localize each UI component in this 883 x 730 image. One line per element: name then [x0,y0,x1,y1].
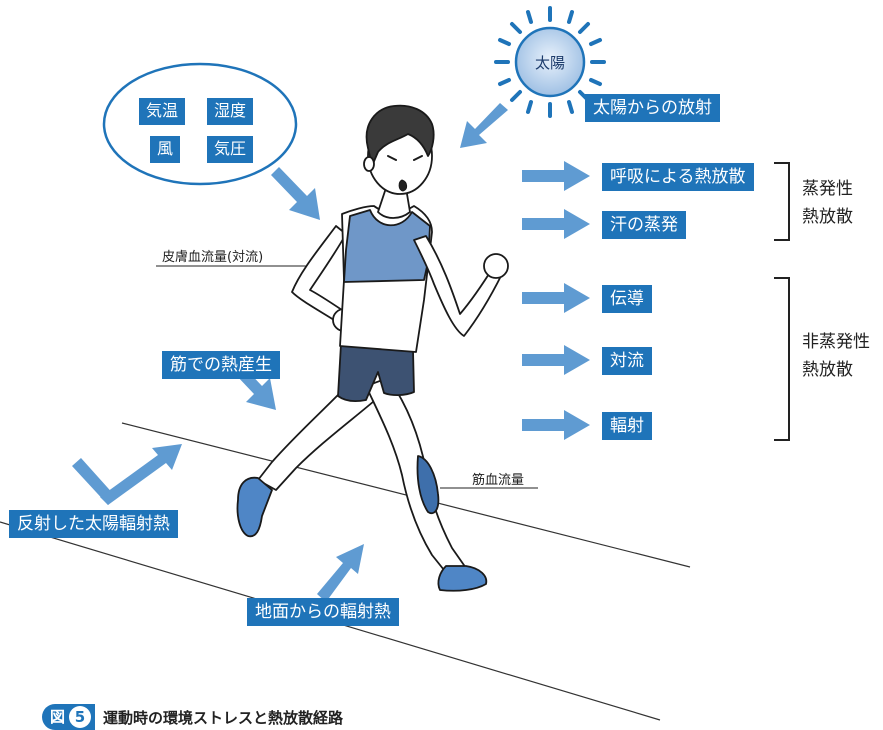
arrow-convection [522,345,590,375]
label-sweat: 汗の蒸発 [602,211,686,239]
runner-back-arm [291,225,347,321]
label-radiation: 輻射 [602,412,652,440]
runner-figure [236,104,509,592]
caption-fig-number: 5 [69,706,92,728]
env-humidity: 湿度 [207,98,254,125]
arrow-reflected-out [100,444,182,505]
runner-front-shoe [437,565,488,592]
arrow-respiration [522,161,590,191]
group-non-evaporative-line2: 熱放散 [802,360,853,380]
group-non-evaporative-line1: 非蒸発性 [802,332,870,352]
caption-text: 運動時の環境ストレスと熱放散経路 [103,708,344,727]
runner-back-shoe [236,476,273,538]
sun-icon [494,6,606,118]
group-evaporative-line2: 熱放散 [802,207,853,227]
env-pressure: 気圧 [207,136,254,163]
runner-front-leg [365,377,467,576]
env-temperature: 気温 [139,98,186,125]
figure-caption: 図 5 運動時の環境ストレスと熱放散経路 [42,704,343,730]
label-skin-blood-flow: 皮膚血流量(対流) [162,250,264,265]
label-ground-heat: 地面からの輻射熱 [247,598,399,626]
runner-front-fist [483,253,509,279]
runner-shirt [343,209,431,283]
arrow-conduction [522,283,590,313]
label-reflected-heat: 反射した太陽輻射熱 [9,510,178,538]
runner-front-arm [413,235,503,337]
label-respiration: 呼吸による熱放散 [602,163,754,191]
caption-fig-label: 図 [50,708,66,726]
runner-neck [377,187,411,219]
arrow-radiation [522,410,590,440]
runner-mouth [398,179,408,192]
environment-ellipse [102,62,298,186]
runner-hair [365,104,435,167]
label-convection: 対流 [602,347,652,375]
bracket-non-evaporative [774,277,790,441]
arrows-group [72,103,590,602]
arrow-reflected-in [72,458,116,505]
sun-label: 太陽 [534,54,565,72]
arrow-environment-to-runner [271,167,320,220]
runner-ear [363,156,375,172]
label-conduction: 伝導 [602,285,652,313]
label-muscle-blood-flow: 筋血流量 [472,473,525,488]
runner-calf-muscle [416,455,440,515]
label-sun-radiation: 太陽からの放射 [585,94,720,122]
group-evaporative-line1: 蒸発性 [802,179,853,199]
arrow-sweat [522,209,590,239]
caption-fig-badge: 図 5 [42,704,96,730]
bracket-evaporative [774,162,790,241]
arrow-sun-to-runner [460,103,508,148]
env-wind: 風 [150,136,181,163]
label-muscle-heat: 筋での熱産生 [162,351,280,379]
runner-shorts [337,343,415,403]
arrow-ground-heat [317,544,364,602]
